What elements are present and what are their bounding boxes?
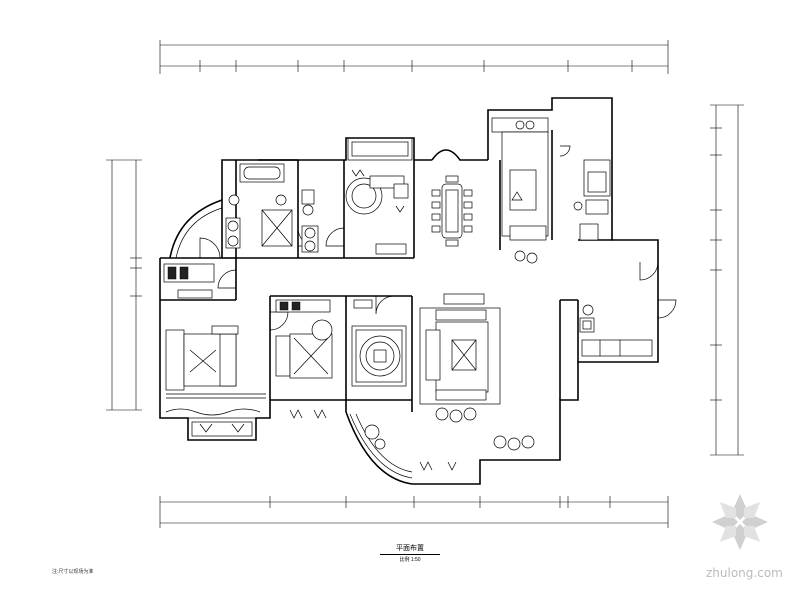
dining-area [431, 175, 473, 247]
living-room [419, 293, 501, 423]
balcony-furniture [199, 423, 535, 471]
drawing-title: 平面布置 [380, 543, 440, 555]
second-bedroom [275, 299, 333, 419]
drawing-title-block: 平面布置 比例 1:50 [380, 543, 440, 563]
master-bedroom [163, 263, 266, 416]
top-dimension-chain [159, 40, 669, 74]
exterior-walls [159, 97, 659, 485]
watermark-text: zhulong.com [706, 566, 783, 580]
bottom-dimension-chain [159, 496, 669, 528]
utility-room [579, 304, 653, 357]
drawing-note: 注:尺寸以现场为准 [52, 569, 94, 575]
kitchen [491, 117, 549, 264]
study-room [345, 169, 409, 255]
left-dimension-chain [106, 159, 142, 411]
service-room [573, 159, 611, 241]
third-room [351, 299, 407, 387]
drawing-scale: 比例 1:50 [399, 557, 421, 563]
bathroom-2 [301, 189, 319, 253]
bathroom-1 [225, 163, 293, 249]
balconies [187, 137, 413, 479]
flower-logo-icon [712, 494, 768, 550]
right-dimension-chain [710, 104, 744, 456]
interior-walls [160, 130, 612, 412]
